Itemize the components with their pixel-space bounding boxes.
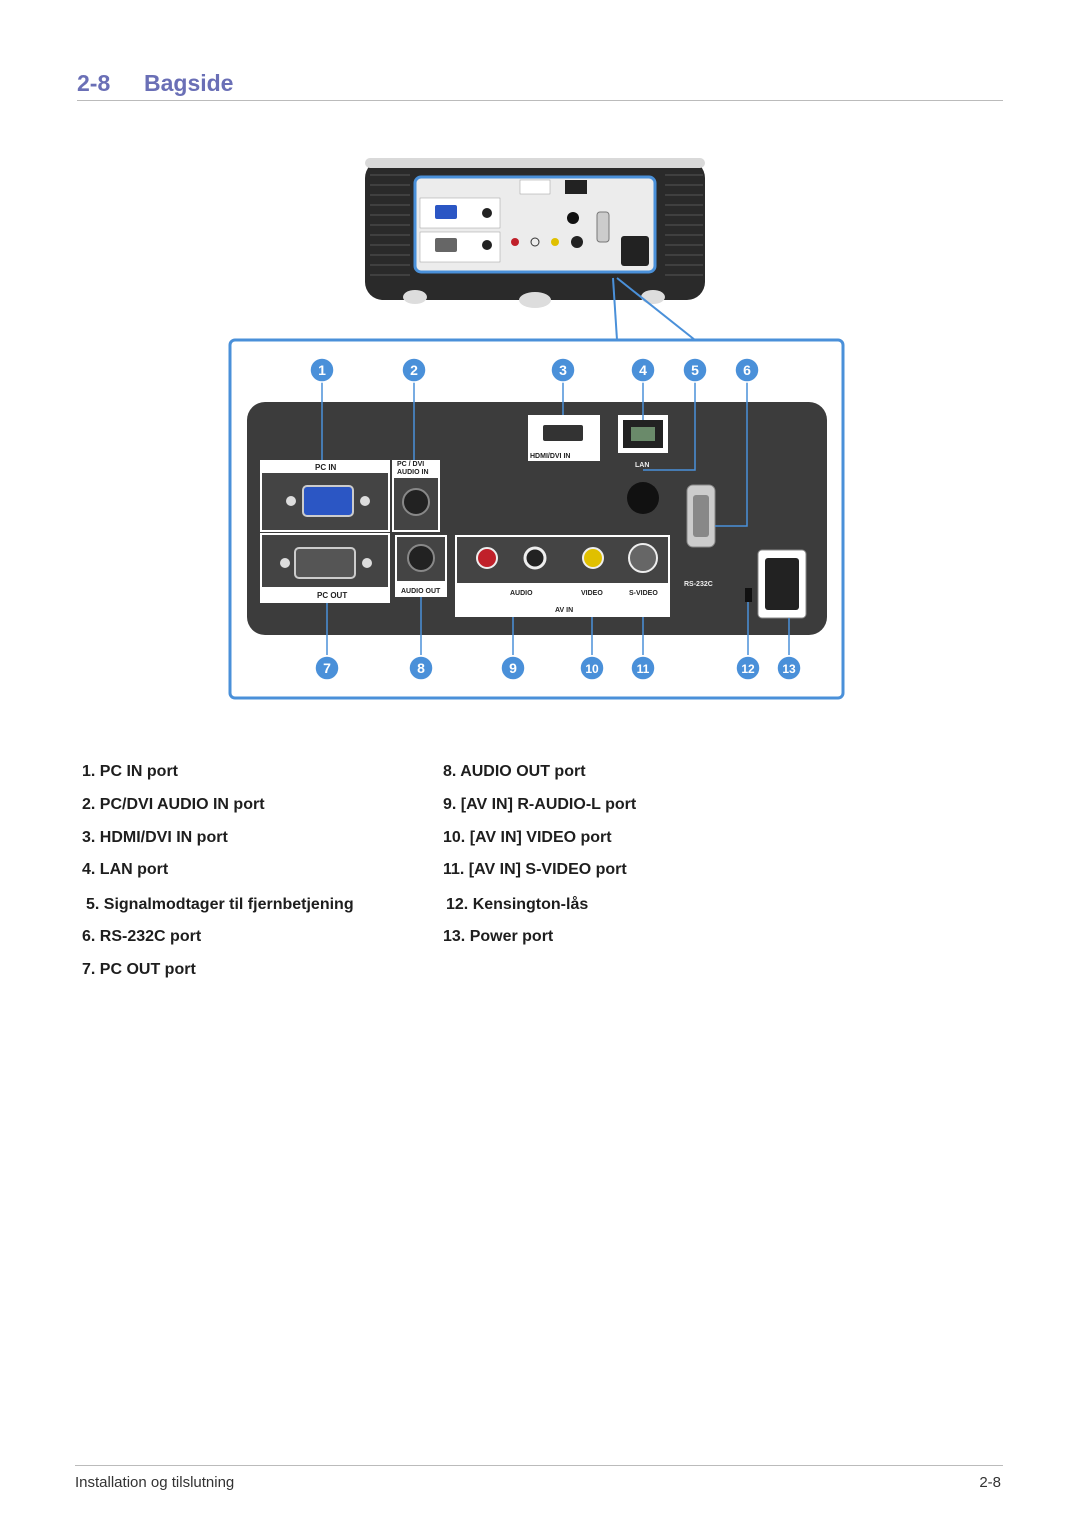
port-item-8: 8. AUDIO OUT port [443, 763, 586, 780]
projector-photo [365, 158, 705, 308]
callout-3: 3 [550, 357, 576, 383]
callout-number: 3 [559, 362, 567, 378]
port-item-1: 1. PC IN port [82, 763, 179, 780]
port-item-9: 9. [AV IN] R-AUDIO-L port [443, 796, 637, 813]
callout-number: 6 [743, 362, 751, 378]
callout-5: 5 [682, 357, 708, 383]
callout-number: 10 [585, 662, 599, 676]
callout-number: 8 [417, 660, 425, 676]
label-lan: LAN [635, 462, 649, 469]
label-pc-in: PC IN [315, 463, 337, 472]
callout-10: 10 [579, 655, 605, 681]
callout-13: 13 [776, 655, 802, 681]
label-hdmi: HDMI/DVI IN [530, 453, 570, 460]
callout-number: 1 [318, 362, 326, 378]
callout-6: 6 [734, 357, 760, 383]
callout-number: 7 [323, 660, 331, 676]
label-pc-out: PC OUT [317, 591, 347, 600]
callout-number: 2 [410, 362, 418, 378]
callout-number: 5 [691, 362, 699, 378]
callout-number: 4 [639, 362, 647, 378]
label-av-in: AV IN [555, 607, 573, 614]
callout-number: 13 [782, 662, 796, 676]
label-s-video: S-VIDEO [629, 590, 658, 597]
rear-panel-figure: PC IN PC / DVI AUDIO IN HDMI/DVI IN LAN … [228, 158, 845, 700]
port-item-6: 6. RS-232C port [82, 928, 202, 945]
port-item-2: 2. PC/DVI AUDIO IN port [82, 796, 265, 813]
callout-11: 11 [630, 655, 656, 681]
port-item-7: 7. PC OUT port [82, 961, 196, 978]
section-header: 2-8 Bagside [77, 70, 1003, 101]
label-rs232c: RS-232C [684, 581, 713, 588]
port-item-4: 4. LAN port [82, 861, 169, 878]
callout-number: 11 [637, 662, 650, 676]
callout-number: 9 [509, 660, 517, 676]
callout-1: 1 [309, 357, 335, 383]
page-footer: Installation og tilslutning 2-8 [75, 1465, 1003, 1491]
section-title: Bagside [144, 70, 234, 96]
port-item-5: 5. Signalmodtager til fjernbetjening [86, 896, 354, 913]
callout-2: 2 [401, 357, 427, 383]
callout-9: 9 [500, 655, 526, 681]
callout-12: 12 [735, 655, 761, 681]
callout-number: 12 [741, 662, 755, 676]
port-item-11: 11. [AV IN] S-VIDEO port [443, 861, 627, 878]
port-item-3: 3. HDMI/DVI IN port [82, 829, 228, 846]
footer-page-number: 2-8 [979, 1474, 1001, 1491]
label-pcdvi-2: AUDIO IN [397, 469, 429, 476]
label-audio: AUDIO [510, 590, 533, 597]
callout-7: 7 [314, 655, 340, 681]
label-pcdvi-1: PC / DVI [397, 461, 424, 468]
port-item-13: 13. Power port [443, 928, 554, 945]
port-item-12: 12. Kensington-lås [446, 896, 589, 913]
callout-4: 4 [630, 357, 656, 383]
label-audio-out: AUDIO OUT [401, 588, 441, 595]
footer-chapter: Installation og tilslutning [75, 1474, 235, 1491]
section-number: 2-8 [77, 70, 111, 96]
label-video: VIDEO [581, 590, 603, 597]
callout-8: 8 [408, 655, 434, 681]
port-item-10: 10. [AV IN] VIDEO port [443, 829, 612, 846]
